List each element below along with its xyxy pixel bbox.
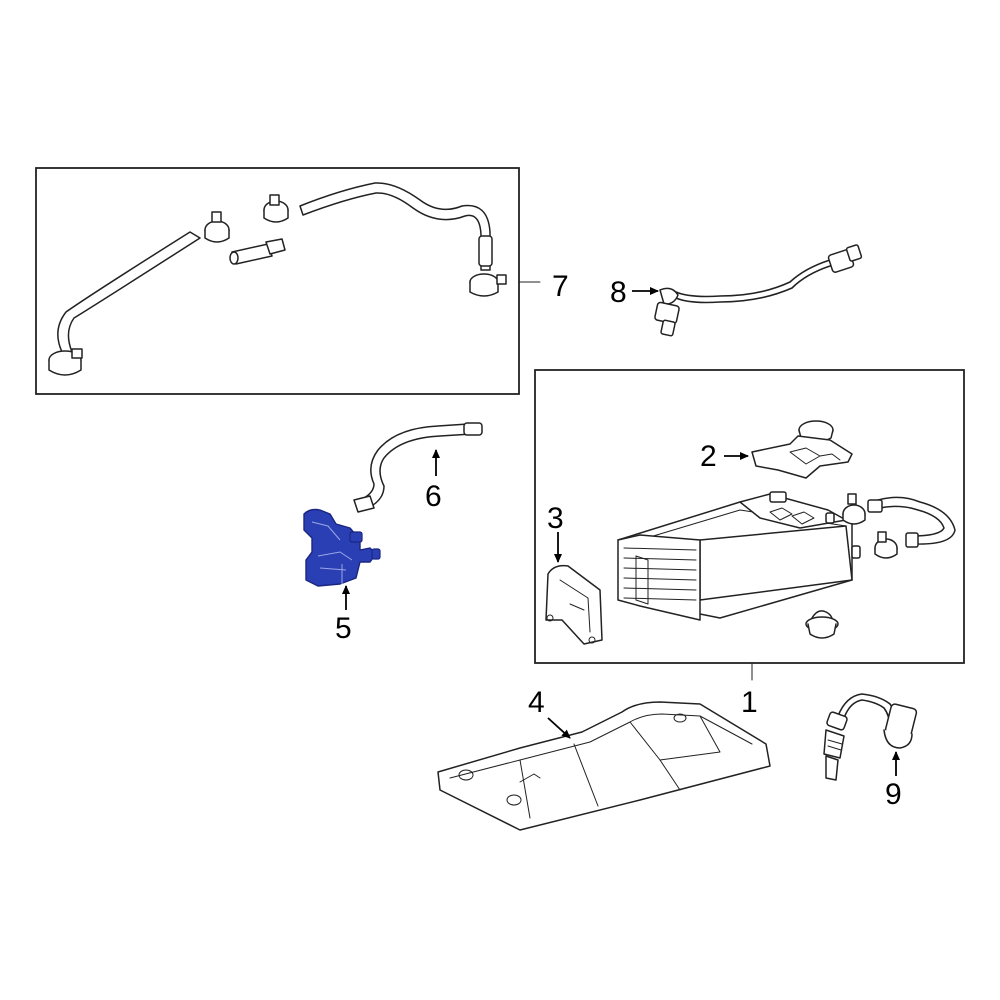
- callout-8: 8: [610, 276, 627, 309]
- callout-9: 9: [885, 778, 902, 811]
- callout-5: 5: [335, 612, 352, 645]
- charcoal-canister[interactable]: [617, 491, 861, 621]
- oxygen-sensor-lower[interactable]: [823, 693, 918, 781]
- callout-3: 3: [547, 502, 564, 535]
- hose-clamp-3[interactable]: [263, 194, 289, 223]
- canister-mount-bracket[interactable]: [545, 564, 603, 645]
- oxygen-sensor-upper[interactable]: [654, 244, 863, 337]
- heat-shield[interactable]: [437, 701, 771, 831]
- grommet-bottom[interactable]: [805, 610, 839, 639]
- canister-bracket[interactable]: [751, 435, 853, 479]
- canister-hose[interactable]: [867, 496, 956, 548]
- group-box-7: [35, 167, 520, 395]
- callout-4: 4: [528, 686, 545, 719]
- hose-clamp-6[interactable]: [874, 531, 898, 559]
- callout-7: 7: [552, 270, 569, 303]
- hose-clamp-2[interactable]: [204, 211, 230, 243]
- vapor-hose-assembly[interactable]: [57, 182, 493, 353]
- hose-clamp-4[interactable]: [469, 273, 507, 297]
- callout-2: 2: [700, 440, 717, 473]
- purge-valve[interactable]: [303, 508, 381, 587]
- group-box-1: [534, 369, 965, 664]
- callout-6: 6: [425, 480, 442, 513]
- hose-clamp-5[interactable]: [842, 493, 866, 525]
- hose-clamp-1[interactable]: [48, 348, 83, 376]
- hose-connector[interactable]: [229, 238, 286, 265]
- callout-1: 1: [741, 686, 758, 719]
- vent-hose[interactable]: [353, 422, 483, 513]
